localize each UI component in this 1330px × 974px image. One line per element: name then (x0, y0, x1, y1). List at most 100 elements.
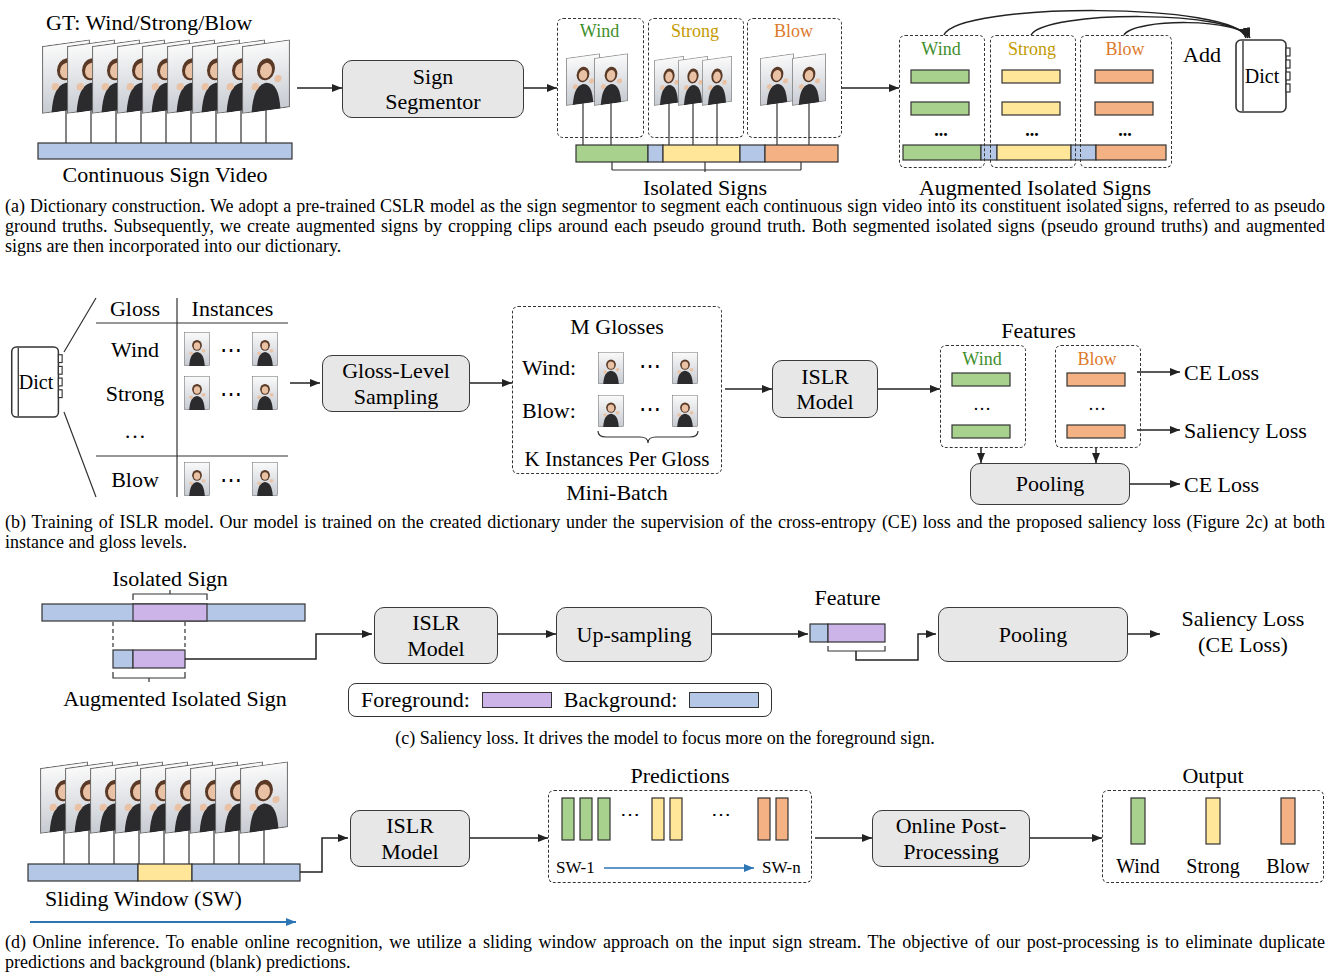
sign-bar (758, 798, 770, 840)
caption-text: (c) Saliency loss. It drives the model t… (5, 728, 1325, 748)
sign-bar (828, 624, 885, 642)
video-stream: GT: Wind/Strong/BlowContinuous Sign Vide… (36, 8, 297, 192)
node-text: ... (991, 120, 1073, 141)
connector (1095, 448, 1097, 463)
dashed-group: Strong (648, 18, 744, 138)
sign-bar (42, 604, 305, 621)
dashed-group: Blow... (1080, 35, 1172, 168)
sign-bar (981, 145, 997, 160)
label-text: ⋯ (214, 337, 248, 362)
sign-bar (652, 798, 664, 840)
book-icon (1242, 41, 1243, 111)
node-text: Blow (748, 21, 839, 42)
connector (842, 87, 899, 89)
flow-arrow (30, 921, 296, 923)
sign-bar (192, 864, 300, 881)
node-text: Dict (1245, 65, 1279, 88)
node-text: ⋯ (636, 353, 664, 378)
legend-swatch (482, 692, 552, 708)
flow-arrow (1128, 633, 1160, 635)
book-icon (58, 355, 62, 363)
process-box: Pooling (970, 463, 1130, 505)
book-icon (58, 366, 62, 374)
sign-bar (1071, 145, 1096, 160)
node-text: Wind (1110, 855, 1166, 878)
connector (297, 87, 342, 89)
caption-text: (b) Training of ISLR model. Our model is… (5, 512, 1325, 552)
bracket (133, 590, 207, 600)
label-text: … (100, 418, 170, 443)
instance-icons (598, 352, 623, 384)
node-text: Predictions (548, 763, 812, 788)
node-text: Sign Segmentor (368, 64, 498, 115)
frame-tick (583, 100, 809, 145)
instance-icons (184, 462, 209, 496)
instance-icons (252, 462, 277, 496)
flow-arrow (712, 633, 808, 635)
video-frames (243, 40, 290, 114)
sign-bar (663, 145, 740, 162)
sign-bar (648, 145, 663, 162)
dashed-group: Predictions⋯⋯SW-1SW-n (548, 763, 815, 883)
instance-icons (184, 332, 209, 366)
sign-bar (562, 798, 574, 840)
instance-icons (184, 332, 697, 496)
node-text: Strong (991, 39, 1073, 60)
video-frames (41, 762, 288, 834)
instance-icons (672, 395, 697, 427)
dashed-group: Wind... (899, 35, 985, 168)
dashed-group: Wind (557, 18, 644, 138)
label-text: Saliency Loss (CE Loss) (1163, 606, 1323, 658)
label-text: Isolated Sign (70, 566, 270, 591)
sign-bar (1096, 145, 1166, 160)
flow-arrow (1137, 429, 1180, 431)
instance-icons (184, 376, 209, 410)
sign-bar (776, 798, 788, 840)
node-text: Wind (900, 39, 982, 60)
video-frames (594, 54, 627, 106)
node-text: Blow (1081, 39, 1169, 60)
label-text: Saliency Loss (1184, 418, 1324, 443)
connector (470, 382, 512, 384)
label-text: CE Loss (1184, 360, 1294, 385)
sign-bar (1131, 798, 1145, 844)
node-text: ... (1081, 120, 1169, 141)
bracket (828, 646, 885, 651)
node-text: Mini-Batch (512, 480, 722, 505)
node-text: K Instances Per Gloss (512, 447, 722, 471)
feature-bar (1067, 425, 1125, 438)
label-text: ⋯ (214, 381, 248, 406)
sign-bar (1095, 70, 1153, 83)
table-lines (64, 298, 96, 497)
book-icon (1286, 48, 1290, 56)
connector (470, 837, 548, 839)
node-text: SW-1 (556, 858, 595, 878)
sign-bar (1002, 70, 1060, 83)
sign-bar (28, 864, 138, 881)
node-text: Wind: (522, 355, 576, 380)
sign-bar (1281, 798, 1295, 844)
feature-bar (952, 425, 1010, 438)
video-frames (43, 40, 826, 114)
caption-text: (d) Online inference. To enable online r… (5, 932, 1325, 972)
feature-bar (1067, 373, 1125, 386)
bracket (113, 622, 185, 650)
sign-bar (133, 604, 207, 621)
book-icon (1286, 60, 1290, 68)
label-text: ⋯ (214, 467, 248, 492)
connector (980, 448, 982, 463)
dictionary-book: Dict (1232, 38, 1292, 114)
flow-arrow (1137, 371, 1180, 373)
dashed-group: Blow… (1055, 345, 1141, 448)
bracket (113, 590, 885, 682)
sign-bar (28, 798, 1295, 881)
node-text: SW-n (762, 858, 801, 878)
node-text: Up-sampling (577, 622, 692, 647)
node-text: ⋯ (636, 396, 664, 421)
sign-bar (138, 864, 192, 881)
table-lines (64, 298, 288, 497)
label-text: Instances (180, 296, 285, 321)
bracket (612, 162, 801, 172)
process-box: Up-sampling (556, 607, 712, 662)
node-text: ⋯ (705, 803, 737, 826)
